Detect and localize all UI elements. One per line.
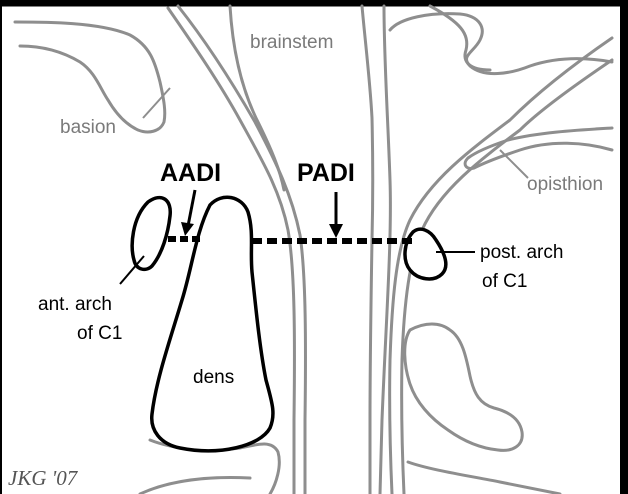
- label-post-arch-line1: post. arch: [480, 242, 563, 263]
- label-aadi: AADI: [160, 159, 221, 187]
- label-padi: PADI: [297, 159, 355, 187]
- signature: JKG '07: [8, 466, 79, 490]
- label-dens: dens: [193, 367, 234, 388]
- label-ant-arch-line2: of C1: [77, 323, 122, 344]
- label-opisthion: opisthion: [527, 174, 603, 195]
- label-basion: basion: [60, 117, 116, 138]
- label-brainstem: brainstem: [250, 32, 333, 53]
- label-post-arch-line2: of C1: [482, 271, 527, 292]
- label-ant-arch-line1: ant. arch: [38, 294, 112, 315]
